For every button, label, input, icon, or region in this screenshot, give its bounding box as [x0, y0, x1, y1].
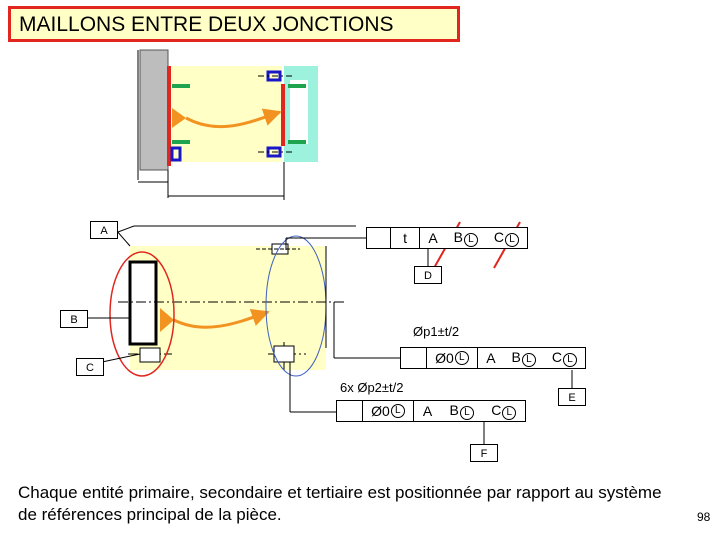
datum-label-a: A [90, 221, 118, 239]
gray-part [139, 49, 169, 171]
title-box: MAILLONS ENTRE DEUX JONCTIONS [8, 6, 460, 42]
part-drawing [109, 235, 344, 377]
datum-label-c: C [76, 358, 104, 376]
yellow-part [170, 66, 282, 162]
tol-holes: 6x Øp2±t/2 [340, 380, 404, 395]
datum-label-d: D [414, 266, 442, 284]
datum-label-f: F [470, 444, 498, 462]
datum-label-b: B [60, 310, 88, 328]
top-assembly [137, 49, 318, 200]
tol-bore: Øp1±t/2 [413, 324, 460, 339]
fcf-top-tol: t [391, 228, 421, 248]
caption: Chaque entité primaire, secondaire et te… [18, 483, 662, 524]
datum-label-e: E [558, 388, 586, 406]
bore [128, 260, 158, 346]
page-number: 98 [697, 510, 711, 524]
page-title: MAILLONS ENTRE DEUX JONCTIONS [19, 13, 394, 36]
fcf-top-datum-a: A [428, 230, 438, 246]
